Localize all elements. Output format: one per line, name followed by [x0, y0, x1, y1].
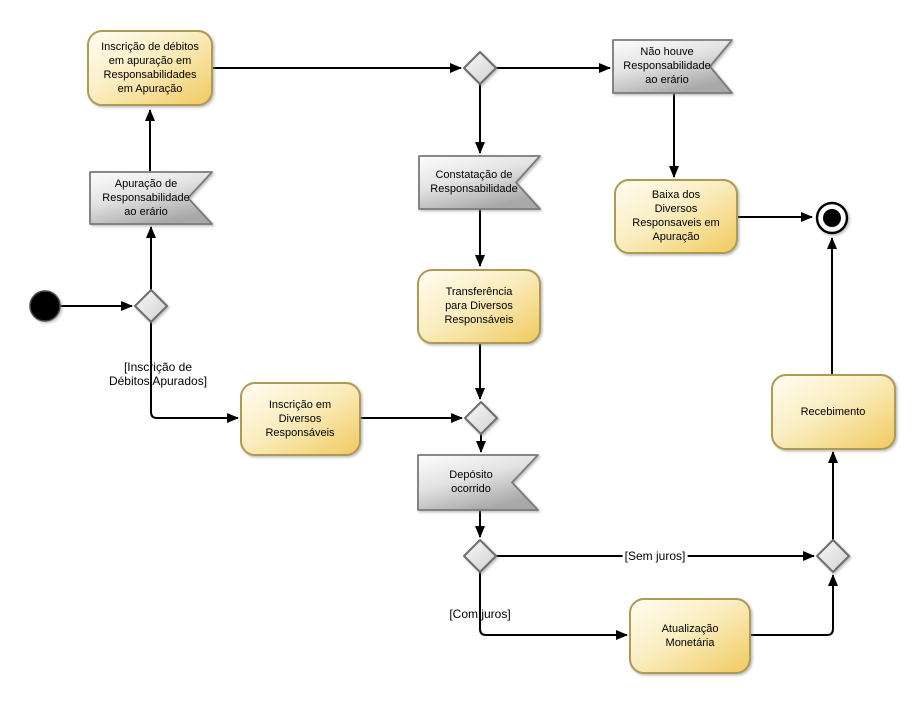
- signal-nao-houve-responsabilidade: [612, 39, 733, 94]
- activity-transferencia: [417, 269, 541, 344]
- decision-node-5: [816, 539, 850, 573]
- edge-decision4-to-atualizacao-com-juros: [479, 572, 628, 640]
- node-layer: [29, 30, 896, 674]
- activity-atualizacao: [629, 598, 751, 674]
- activity-inscricao-diversos: [240, 382, 361, 456]
- decision-node-4: [463, 539, 497, 573]
- decision-node-1: [134, 289, 168, 323]
- edge-decision1-to-inscricao-diversos: [150, 322, 239, 423]
- edge-layer: [60, 63, 838, 640]
- activity-recebimento: [771, 374, 896, 450]
- decision-node-2: [463, 51, 497, 85]
- activity-baixa-diversos: [614, 179, 738, 254]
- final-node-dot: [823, 209, 841, 227]
- activity-inscricao-debitos: [87, 30, 213, 106]
- decision-node-3: [464, 401, 498, 435]
- signal-constatacao: [418, 155, 541, 210]
- signal-deposito: [417, 454, 539, 511]
- signal-apuracao-responsabilidade: [89, 171, 213, 225]
- initial-node: [29, 290, 61, 322]
- edge-atualizacao-to-decision5: [750, 574, 838, 636]
- final-node: [815, 201, 849, 235]
